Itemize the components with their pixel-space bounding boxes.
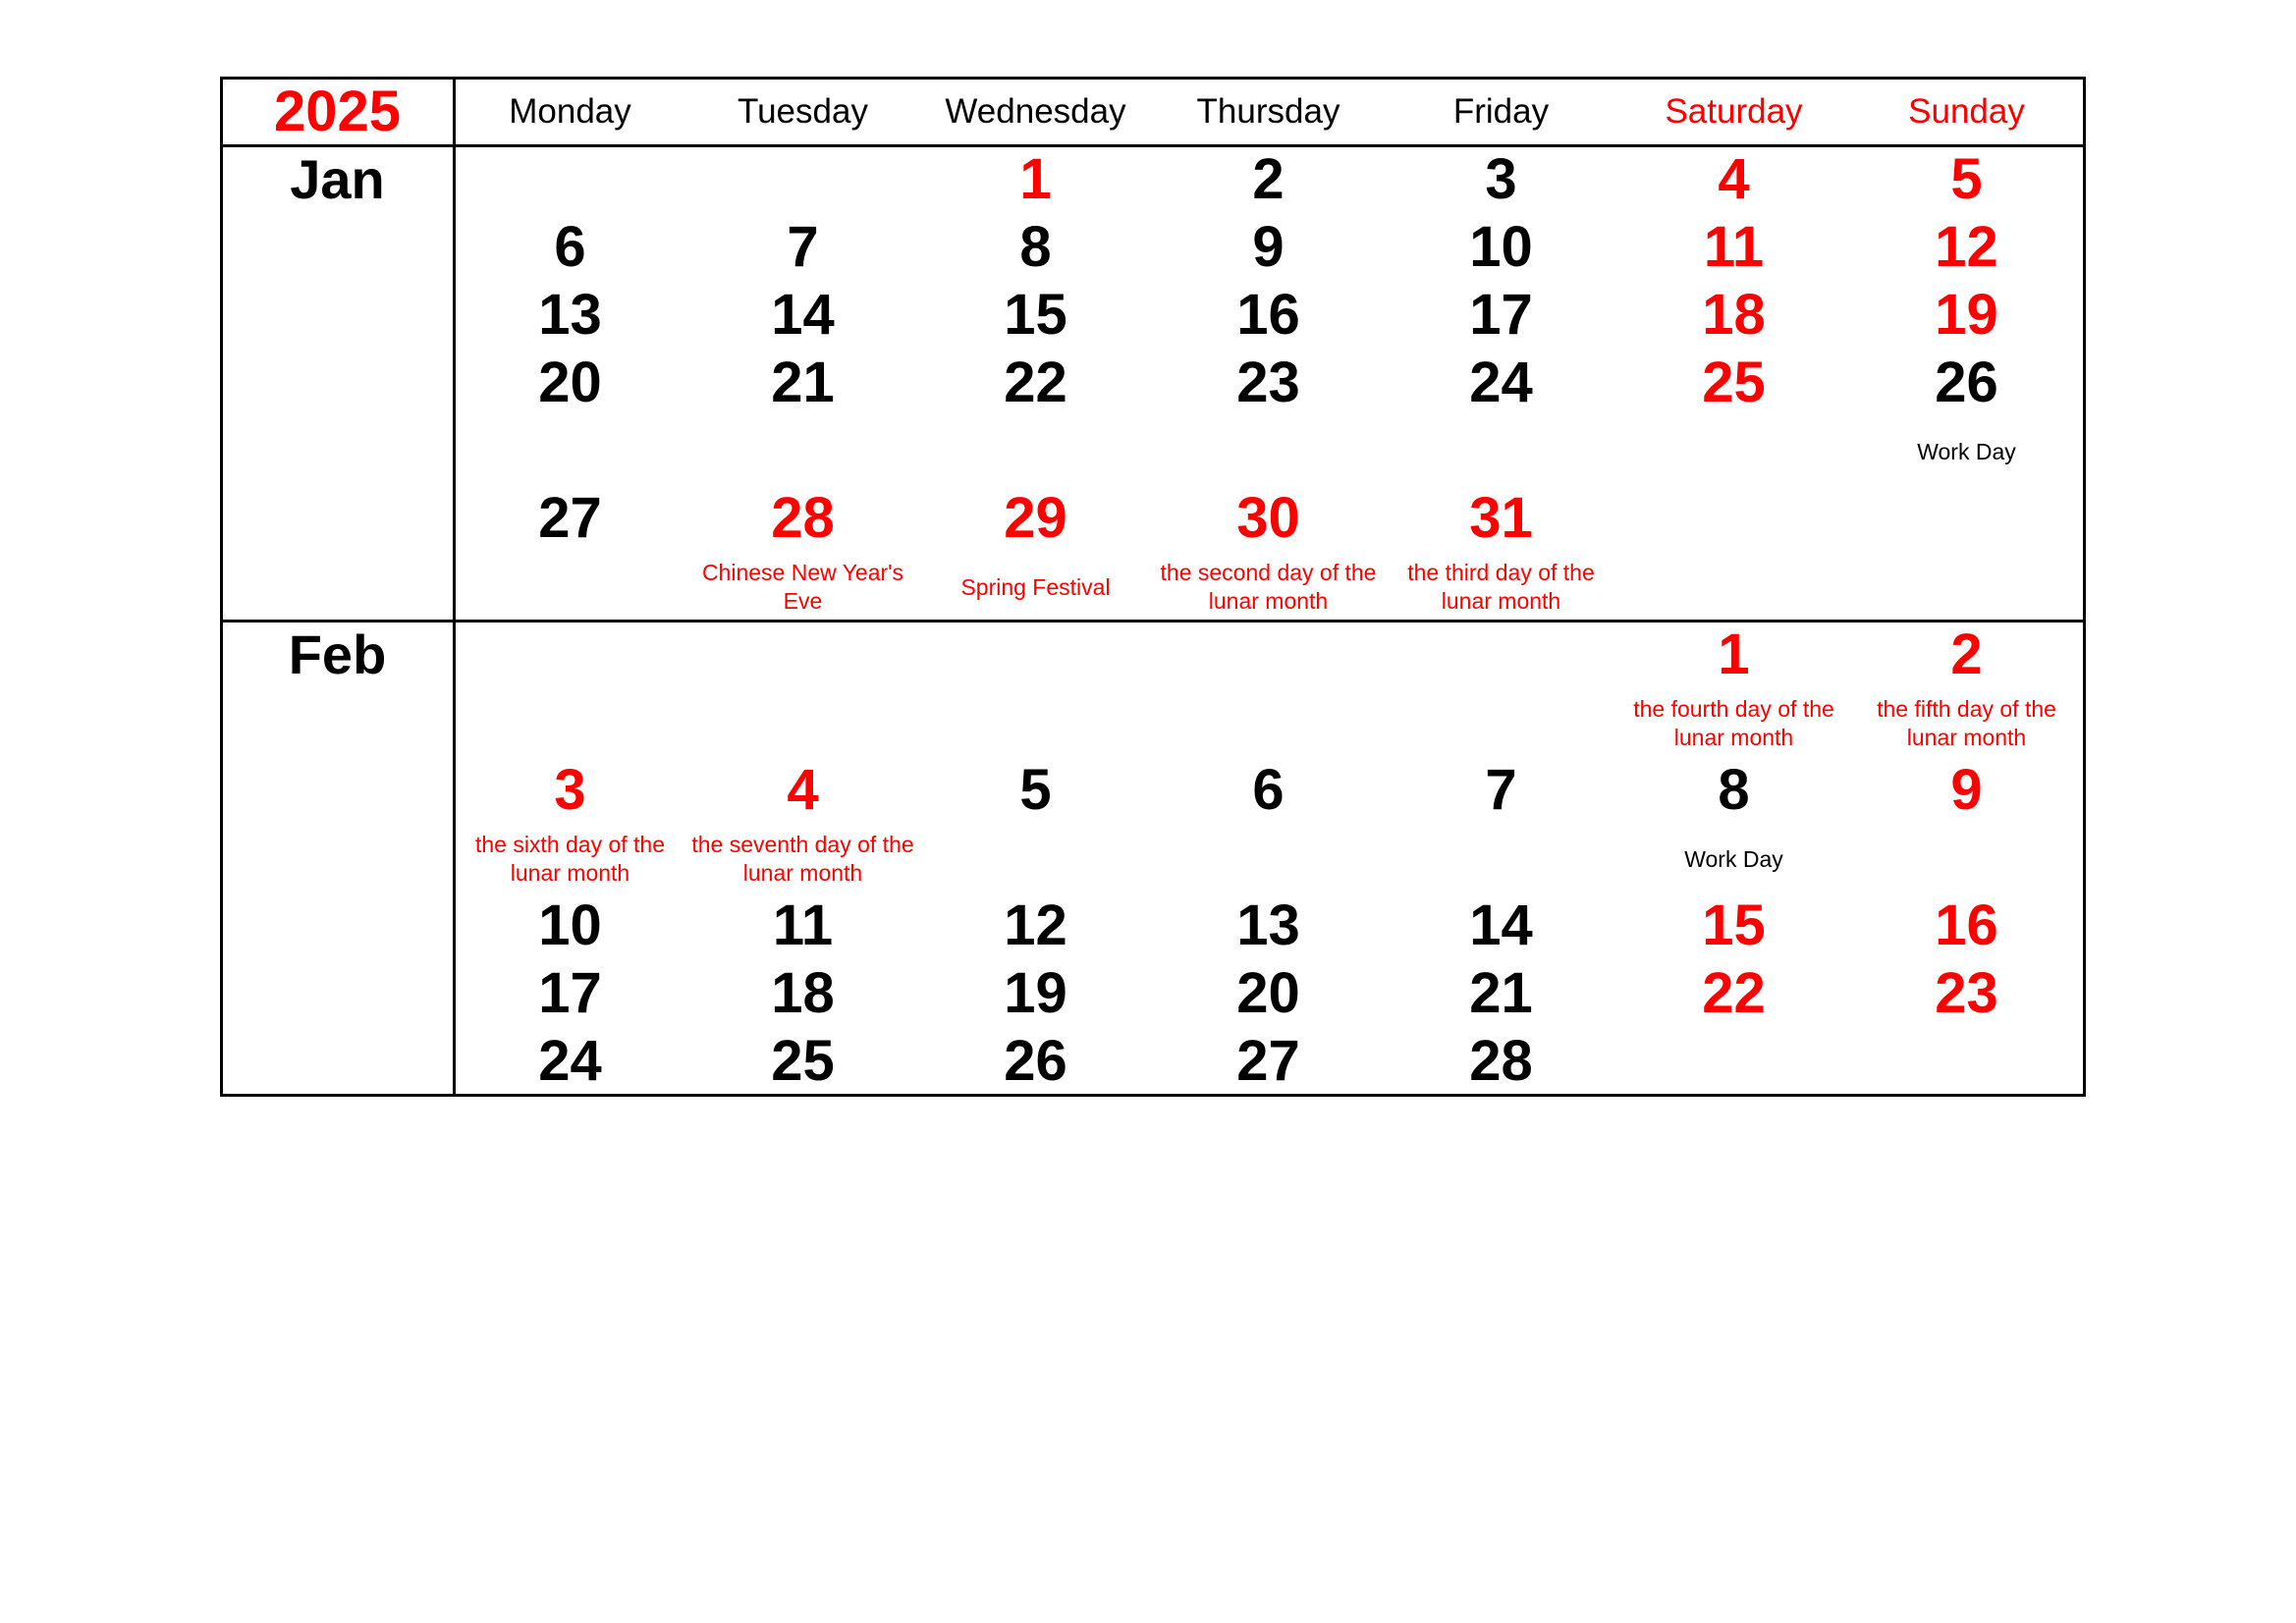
day-number: 5	[1019, 758, 1052, 822]
day-note: the second day of the lunar month	[1160, 560, 1377, 614]
border-bottom	[220, 1094, 2086, 1097]
day-number: 18	[1702, 283, 1766, 347]
day-number: 26	[1935, 351, 1998, 414]
day-number: 13	[1236, 893, 1300, 957]
day-number: 10	[1469, 215, 1533, 279]
day-number: 10	[538, 893, 602, 957]
day-note: the seventh day of the lunar month	[691, 832, 914, 886]
divider-year-column	[453, 77, 456, 1097]
weekday-header-saturday: Saturday	[1665, 91, 1803, 131]
day-number: 16	[1236, 283, 1300, 347]
day-number: 25	[771, 1029, 835, 1093]
day-number: 22	[1004, 351, 1067, 414]
day-number: 19	[1935, 283, 1998, 347]
day-number: 5	[1950, 147, 1983, 211]
weekday-header-sunday: Sunday	[1908, 91, 2025, 131]
day-number: 12	[1004, 893, 1067, 957]
day-number: 1	[1019, 147, 1052, 211]
day-note: Work Day	[1684, 845, 1783, 872]
month-label-jan: Jan	[290, 148, 385, 210]
day-number: 14	[771, 283, 835, 347]
day-number: 13	[538, 283, 602, 347]
divider-header	[220, 144, 2086, 147]
day-number: 21	[1469, 961, 1533, 1025]
year-label: 2025	[273, 80, 402, 143]
weekday-header-thursday: Thursday	[1196, 91, 1340, 131]
day-note: the third day of the lunar month	[1407, 560, 1595, 614]
day-number: 6	[554, 215, 586, 279]
day-number: 25	[1702, 351, 1766, 414]
day-number: 9	[1950, 758, 1983, 822]
day-number: 9	[1252, 215, 1285, 279]
day-number: 27	[538, 486, 602, 550]
day-number: 2	[1252, 147, 1285, 211]
day-number: 4	[1718, 147, 1750, 211]
day-number: 8	[1718, 758, 1750, 822]
day-number: 28	[771, 486, 835, 550]
border-right	[2083, 77, 2086, 1097]
border-left	[220, 77, 223, 1097]
day-number: 30	[1236, 486, 1300, 550]
day-number: 7	[1485, 758, 1517, 822]
day-number: 16	[1935, 893, 1998, 957]
day-note: Chinese New Year's Eve	[701, 560, 904, 614]
day-number: 23	[1236, 351, 1300, 414]
day-number: 7	[787, 215, 819, 279]
day-note: the fifth day of the lunar month	[1877, 696, 2056, 750]
day-number: 24	[538, 1029, 602, 1093]
day-number: 28	[1469, 1029, 1533, 1093]
day-note: Spring Festival	[960, 573, 1111, 600]
day-number: 18	[771, 961, 835, 1025]
weekday-header-tuesday: Tuesday	[738, 91, 868, 131]
day-number: 17	[538, 961, 602, 1025]
day-number: 22	[1702, 961, 1766, 1025]
day-number: 1	[1718, 622, 1750, 686]
day-number: 24	[1469, 351, 1533, 414]
day-number: 15	[1004, 283, 1067, 347]
day-number: 21	[771, 351, 835, 414]
day-number: 2	[1950, 622, 1983, 686]
weekday-header-monday: Monday	[509, 91, 631, 131]
day-number: 15	[1702, 893, 1766, 957]
day-note: Work Day	[1917, 438, 2016, 464]
day-number: 8	[1019, 215, 1052, 279]
weekday-header-wednesday: Wednesday	[945, 91, 1126, 131]
day-note: the sixth day of the lunar month	[474, 832, 666, 886]
weekday-header-friday: Friday	[1452, 91, 1550, 131]
day-number: 3	[1485, 147, 1517, 211]
day-number: 6	[1252, 758, 1285, 822]
day-number: 27	[1236, 1029, 1300, 1093]
day-note: the fourth day of the lunar month	[1633, 696, 1834, 750]
day-number: 4	[787, 758, 819, 822]
day-number: 23	[1935, 961, 1998, 1025]
day-number: 29	[1004, 486, 1067, 550]
month-label-feb: Feb	[288, 623, 387, 685]
day-number: 31	[1469, 486, 1533, 550]
day-number: 11	[1703, 215, 1765, 279]
day-number: 26	[1004, 1029, 1067, 1093]
day-number: 17	[1469, 283, 1533, 347]
day-number: 19	[1004, 961, 1067, 1025]
divider-month	[220, 620, 2086, 622]
day-number: 3	[554, 758, 586, 822]
border-top	[220, 77, 2086, 80]
day-number: 20	[538, 351, 602, 414]
day-number: 20	[1236, 961, 1300, 1025]
day-number: 14	[1469, 893, 1533, 957]
day-number: 12	[1935, 215, 1998, 279]
day-number: 11	[772, 893, 834, 957]
